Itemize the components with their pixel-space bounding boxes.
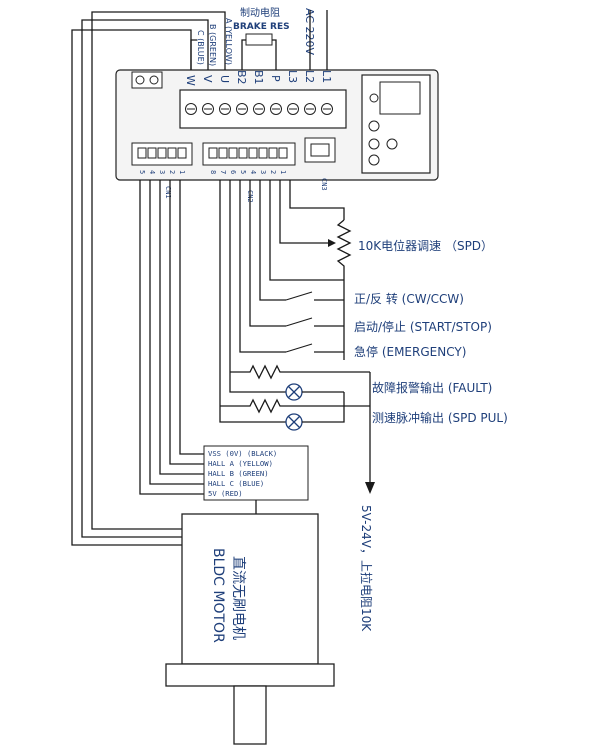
cw-ccw-label: 正/反 转 (CW/CCW) [354,291,464,306]
wire-start-stop [249,180,286,327]
terminal-label: B2 [235,70,248,85]
wire-hall-vss [179,180,204,455]
cn2-pin: 5 [239,170,247,174]
motor-body [181,513,319,665]
phase-u-color-label: A (YELLOW) [224,18,233,65]
terminal-label: B1 [252,70,265,85]
hall-label-box [203,445,309,501]
brake-resistor [245,33,273,46]
cn2-pin: 7 [219,170,227,174]
button-icon [386,138,398,150]
terminal-label: U [218,75,231,83]
hall-b-label: HALL B (GREEN) [208,469,269,478]
cn1-pin: 2 [168,170,176,174]
start-stop-label: 启动/停止 (START/STOP) [354,319,492,334]
terminal-label: L3 [286,70,299,83]
cn1-pin: 3 [158,170,166,174]
wire-phase-w [71,29,192,546]
button-icon [368,154,380,166]
wire-emergency [239,180,286,353]
terminal-label: L1 [320,70,333,83]
led-icon [369,93,379,103]
potentiometer [336,219,352,280]
button-icon [368,138,380,150]
supply-arrow-icon [365,482,375,494]
brake-res-cn-label: 制动电阻 [240,6,280,19]
pullup-note: 5V-24V，上拉电阻10K [359,505,374,632]
wire-phase-u [91,11,226,530]
motor-shaft [233,685,267,745]
switch-start-stop [285,317,313,327]
display-screen [379,81,421,115]
wire-pot-top [289,180,345,220]
wire-p [272,39,277,70]
switch-cw-ccw [285,291,313,301]
cn1-pin: 1 [178,170,186,174]
cn2-pin: 1 [279,170,287,174]
cn2-pin: 2 [269,170,277,174]
terminal-label: P [269,75,282,82]
wire-pot-wiper [279,180,330,244]
hall-c-label: HALL C (BLUE) [208,479,264,488]
cn2-pin: 6 [229,170,237,174]
emergency-label: 急停 (EMERGENCY) [354,344,466,359]
phase-v-color-label: B (GREEN) [208,24,217,66]
spd-pul-label: 测速脉冲输出 (SPD PUL) [372,410,508,425]
wire-hall-c [149,180,204,485]
cn1-pin: 5 [138,170,146,174]
cn2-pin: 4 [249,170,257,174]
terminal-screws [185,103,333,115]
screw-icon [135,75,145,85]
wire-hall-b [159,180,204,475]
wire-cw-ccw [259,180,286,301]
wire-hall-a [169,180,204,465]
terminal-label: W [184,75,197,86]
fault-label: 故障报警输出 (FAULT) [372,380,492,395]
cn2-pin: 3 [259,170,267,174]
hall-a-label: HALL A (YELLOW) [208,459,273,468]
cn2-pin: 8 [209,170,217,174]
hall-vss-label: VSS (0V) (BLACK) [208,449,277,458]
wire-hall-5v [139,180,204,495]
spd-label: 10K电位器调速 （SPD） [358,238,493,253]
hall-5v-label: 5V (RED) [208,489,243,498]
terminal-label: L2 [303,70,316,83]
spd-pul-pullup-resistor [220,398,370,414]
button-icon [368,120,380,132]
cn1-pin: 4 [148,170,156,174]
motor-flange [165,663,335,687]
cn1-label: CN1 [164,186,172,199]
brake-res-en-label: BRAKE RES [233,22,290,32]
wiper-arrow-icon [328,239,336,247]
motor-cn-label: 直流无刷电机 [230,556,247,640]
switch-emergency [285,343,313,353]
phase-w-color-label: C (BLUE) [196,30,205,65]
fault-pullup-resistor [230,364,370,380]
wire-fault [229,180,286,393]
motor-en-label: BLDC MOTOR [210,548,226,643]
wire-pot-bottom [269,180,344,281]
cn3-label: CN3 [320,178,328,191]
terminal-label: V [201,75,214,83]
screw-icon [149,75,159,85]
wire-b2 [241,39,246,70]
wire-spd-pul [219,180,286,423]
wire-phase-v [81,19,209,538]
